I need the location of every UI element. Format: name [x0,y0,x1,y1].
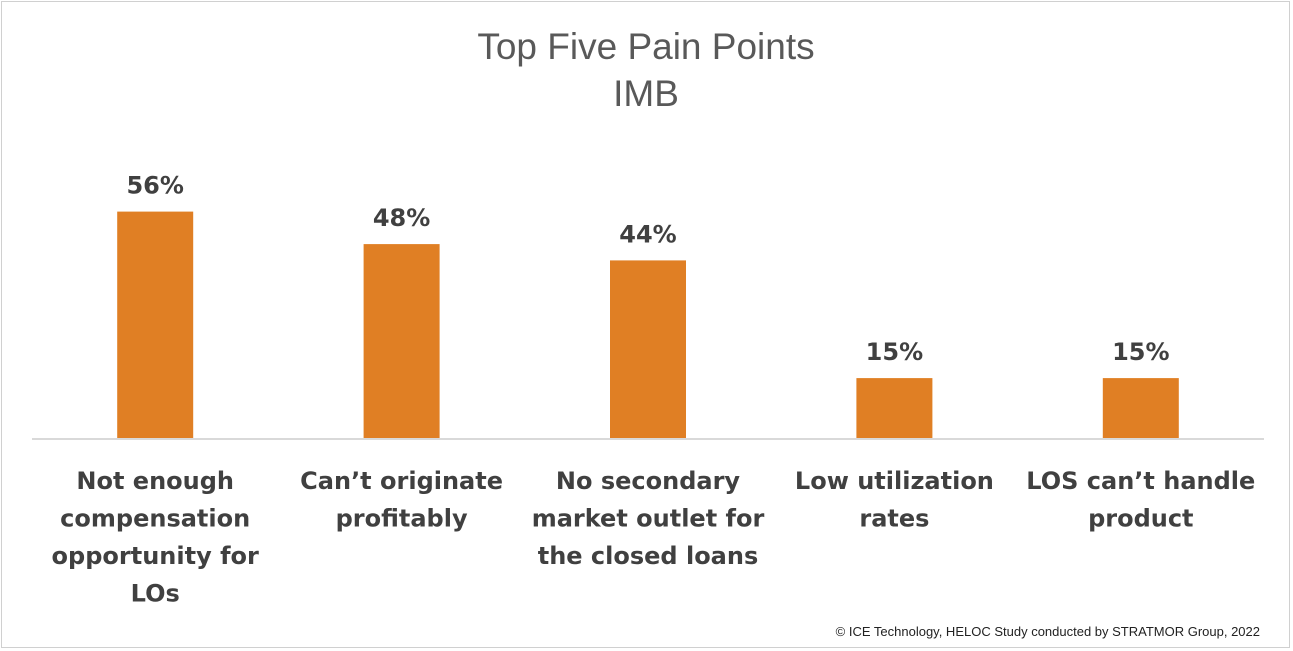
chart-title: Top Five Pain Points [477,26,814,67]
category-label-1-line-4: LOs [131,580,180,608]
data-label-5: 15% [1112,338,1169,366]
category-label-3-line-1: No secondary [556,467,741,495]
labels-layer: 56% Not enough compensation opportunity for… [52,172,1256,608]
bar-3 [610,260,686,439]
category-label-4-line-1: Low utilization [795,467,994,495]
data-label-1: 56% [126,172,183,200]
bars-layer [117,211,1179,439]
category-label-1-line-2: compensation [60,505,250,533]
chart-subtitle: IMB [613,73,679,114]
category-label-5-line-2: product [1088,505,1193,533]
category-label-3-line-2: market outlet for [532,505,765,533]
data-label-3: 44% [619,220,676,248]
category-label-1-line-1: Not enough [76,467,234,495]
bar-2 [363,244,440,439]
category-label-3-line-3: the closed loans [538,542,759,570]
source-note: © ICE Technology, HELOC Study conducted … [836,624,1260,639]
bar-1 [117,211,194,439]
bar-4 [856,378,933,439]
category-label-4-line-2: rates [859,505,929,533]
category-label-1-line-3: opportunity for [52,542,259,570]
data-label-4: 15% [866,338,923,366]
bar-5 [1102,378,1179,439]
category-label-2-line-1: Can’t originate [300,467,503,495]
category-label-5-line-1: LOS can’t handle [1026,467,1255,495]
data-label-2: 48% [373,204,430,232]
category-label-2-line-2: profitably [336,505,468,533]
